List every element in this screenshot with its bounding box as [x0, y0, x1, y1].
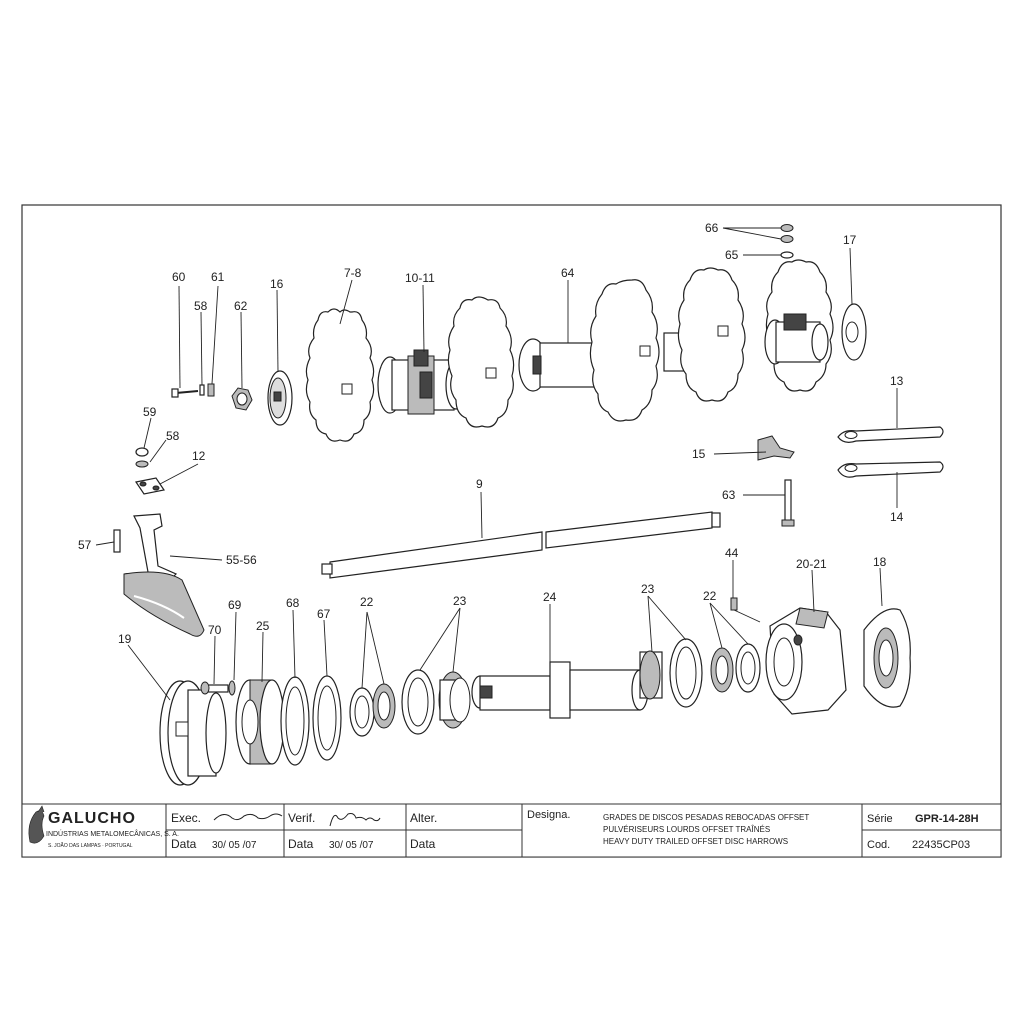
- seal-22-left: [349, 683, 396, 737]
- callout-66: 66: [705, 221, 719, 235]
- leader-lines: [95, 227, 898, 701]
- callout-20-21: 20-21: [796, 557, 827, 571]
- callout-61: 61: [211, 270, 225, 284]
- callout-13: 13: [890, 374, 904, 388]
- bearing-23-left: [401, 669, 471, 735]
- callout-17: 17: [843, 233, 857, 247]
- callout-64: 64: [561, 266, 575, 280]
- exec-date: 30/ 05 /07: [212, 840, 257, 851]
- designation-fr: PULVÉRISEURS LOURDS OFFSET TRAÎNÉS: [603, 825, 770, 834]
- callout-25: 25: [256, 619, 270, 633]
- washer-65: [780, 251, 794, 259]
- verif-label: Verif.: [288, 811, 315, 825]
- callout-55-56: 55-56: [226, 553, 257, 567]
- spindle-24: [471, 661, 649, 719]
- washer-58: [199, 384, 205, 396]
- grease-nipple-44: [730, 597, 761, 623]
- callout-59: 59: [143, 405, 157, 419]
- gasket-68: [280, 676, 310, 766]
- callout-19: 19: [118, 632, 132, 646]
- callout-16: 16: [270, 277, 284, 291]
- notched-disc-2: [447, 296, 515, 428]
- callout-62: 62: [234, 299, 248, 313]
- lock-washer-69: [228, 680, 236, 696]
- washer-58b: [135, 460, 149, 468]
- callout-15: 15: [692, 447, 706, 461]
- designation-label: Designa.: [527, 809, 570, 821]
- callout-58: 58: [194, 299, 208, 313]
- callout-23-left: 23: [453, 594, 467, 608]
- callout-12: 12: [192, 449, 206, 463]
- nut-62: [231, 387, 253, 411]
- callout-23-right: 23: [641, 582, 655, 596]
- end-washer-17: [841, 303, 867, 361]
- bearing-23-right: [639, 638, 703, 708]
- alter-data-label: Data: [410, 837, 436, 851]
- seal-22-right: [710, 643, 761, 693]
- nut-66: [780, 224, 794, 243]
- callout-9: 9: [476, 477, 483, 491]
- callout-labels: 60 61 58 62 16 7-8 10-11 64 66 65 17 13 …: [78, 221, 904, 646]
- scraper-blade-13: [837, 426, 944, 443]
- callout-22-right: 22: [703, 589, 717, 603]
- designation-en: HEAVY DUTY TRAILED OFFSET DISC HARROWS: [603, 837, 788, 846]
- callout-44: 44: [725, 546, 739, 560]
- callout-10-11: 10-11: [405, 271, 435, 285]
- notched-disc-3: [589, 279, 660, 422]
- gasket-67: [312, 675, 342, 761]
- verif-signature: [329, 813, 381, 827]
- callout-63: 63: [722, 488, 736, 502]
- company-subtitle: INDÚSTRIAS METALOMECÂNICAS, S. A.: [46, 829, 179, 838]
- exec-signature: [213, 813, 283, 821]
- company-address: S. JOÃO DAS LAMPAS · PORTUGAL: [48, 842, 133, 849]
- galucho-logo-icon: GALUCHO INDÚSTRIAS METALOMECÂNICAS, S. A…: [28, 805, 179, 849]
- callout-68: 68: [286, 596, 300, 610]
- designation-pt: GRADES DE DISCOS PESADAS REBOCADAS OFFSE…: [603, 813, 809, 822]
- notched-disc-4: [677, 267, 746, 402]
- callout-14: 14: [890, 510, 904, 524]
- verif-date: 30/ 05 /07: [329, 840, 374, 851]
- bolt-70: [200, 681, 229, 695]
- title-block: GALUCHO INDÚSTRIAS METALOMECÂNICAS, S. A…: [21, 803, 1002, 858]
- bracket-15: [757, 435, 795, 461]
- callout-22-left: 22: [360, 595, 374, 609]
- callout-70: 70: [208, 623, 222, 637]
- callout-24: 24: [543, 590, 557, 604]
- callout-65: 65: [725, 248, 739, 262]
- scraper-arm-55-56: [123, 513, 205, 637]
- bolt-57: [113, 529, 121, 553]
- washer-59: [135, 447, 149, 457]
- hub-flange-19: [159, 680, 227, 786]
- company-name: GALUCHO: [48, 810, 136, 827]
- end-cap-18: [863, 608, 911, 708]
- scraper-blade-14: [837, 461, 944, 478]
- callout-60: 60: [172, 270, 186, 284]
- serie-label: Série: [867, 813, 893, 825]
- alter-label: Alter.: [410, 811, 437, 825]
- callout-18: 18: [873, 555, 887, 569]
- gang-axle-9: [321, 511, 721, 579]
- verif-data-label: Data: [288, 837, 314, 851]
- callout-57: 57: [78, 538, 92, 552]
- serie-value: GPR-14-28H: [915, 813, 979, 825]
- callout-69: 69: [228, 598, 242, 612]
- clamp-plate-12: [135, 477, 165, 495]
- notched-disc-7-8: [305, 308, 375, 442]
- callout-58b: 58: [166, 429, 180, 443]
- callout-7-8: 7-8: [344, 266, 362, 280]
- cod-label: Cod.: [867, 839, 890, 851]
- washer-plate-16: [267, 370, 293, 426]
- bearing-housing-20-21: [765, 607, 847, 715]
- exec-data-label: Data: [171, 837, 197, 851]
- bearing-cap-25: [235, 679, 285, 765]
- exec-label: Exec.: [171, 811, 201, 825]
- bolt-63: [781, 479, 795, 527]
- bearing-hub-right: [764, 313, 829, 365]
- callout-67: 67: [317, 607, 331, 621]
- nut-61: [207, 383, 215, 397]
- bolt-60: [171, 388, 199, 398]
- cod-value: 22435CP03: [912, 839, 970, 851]
